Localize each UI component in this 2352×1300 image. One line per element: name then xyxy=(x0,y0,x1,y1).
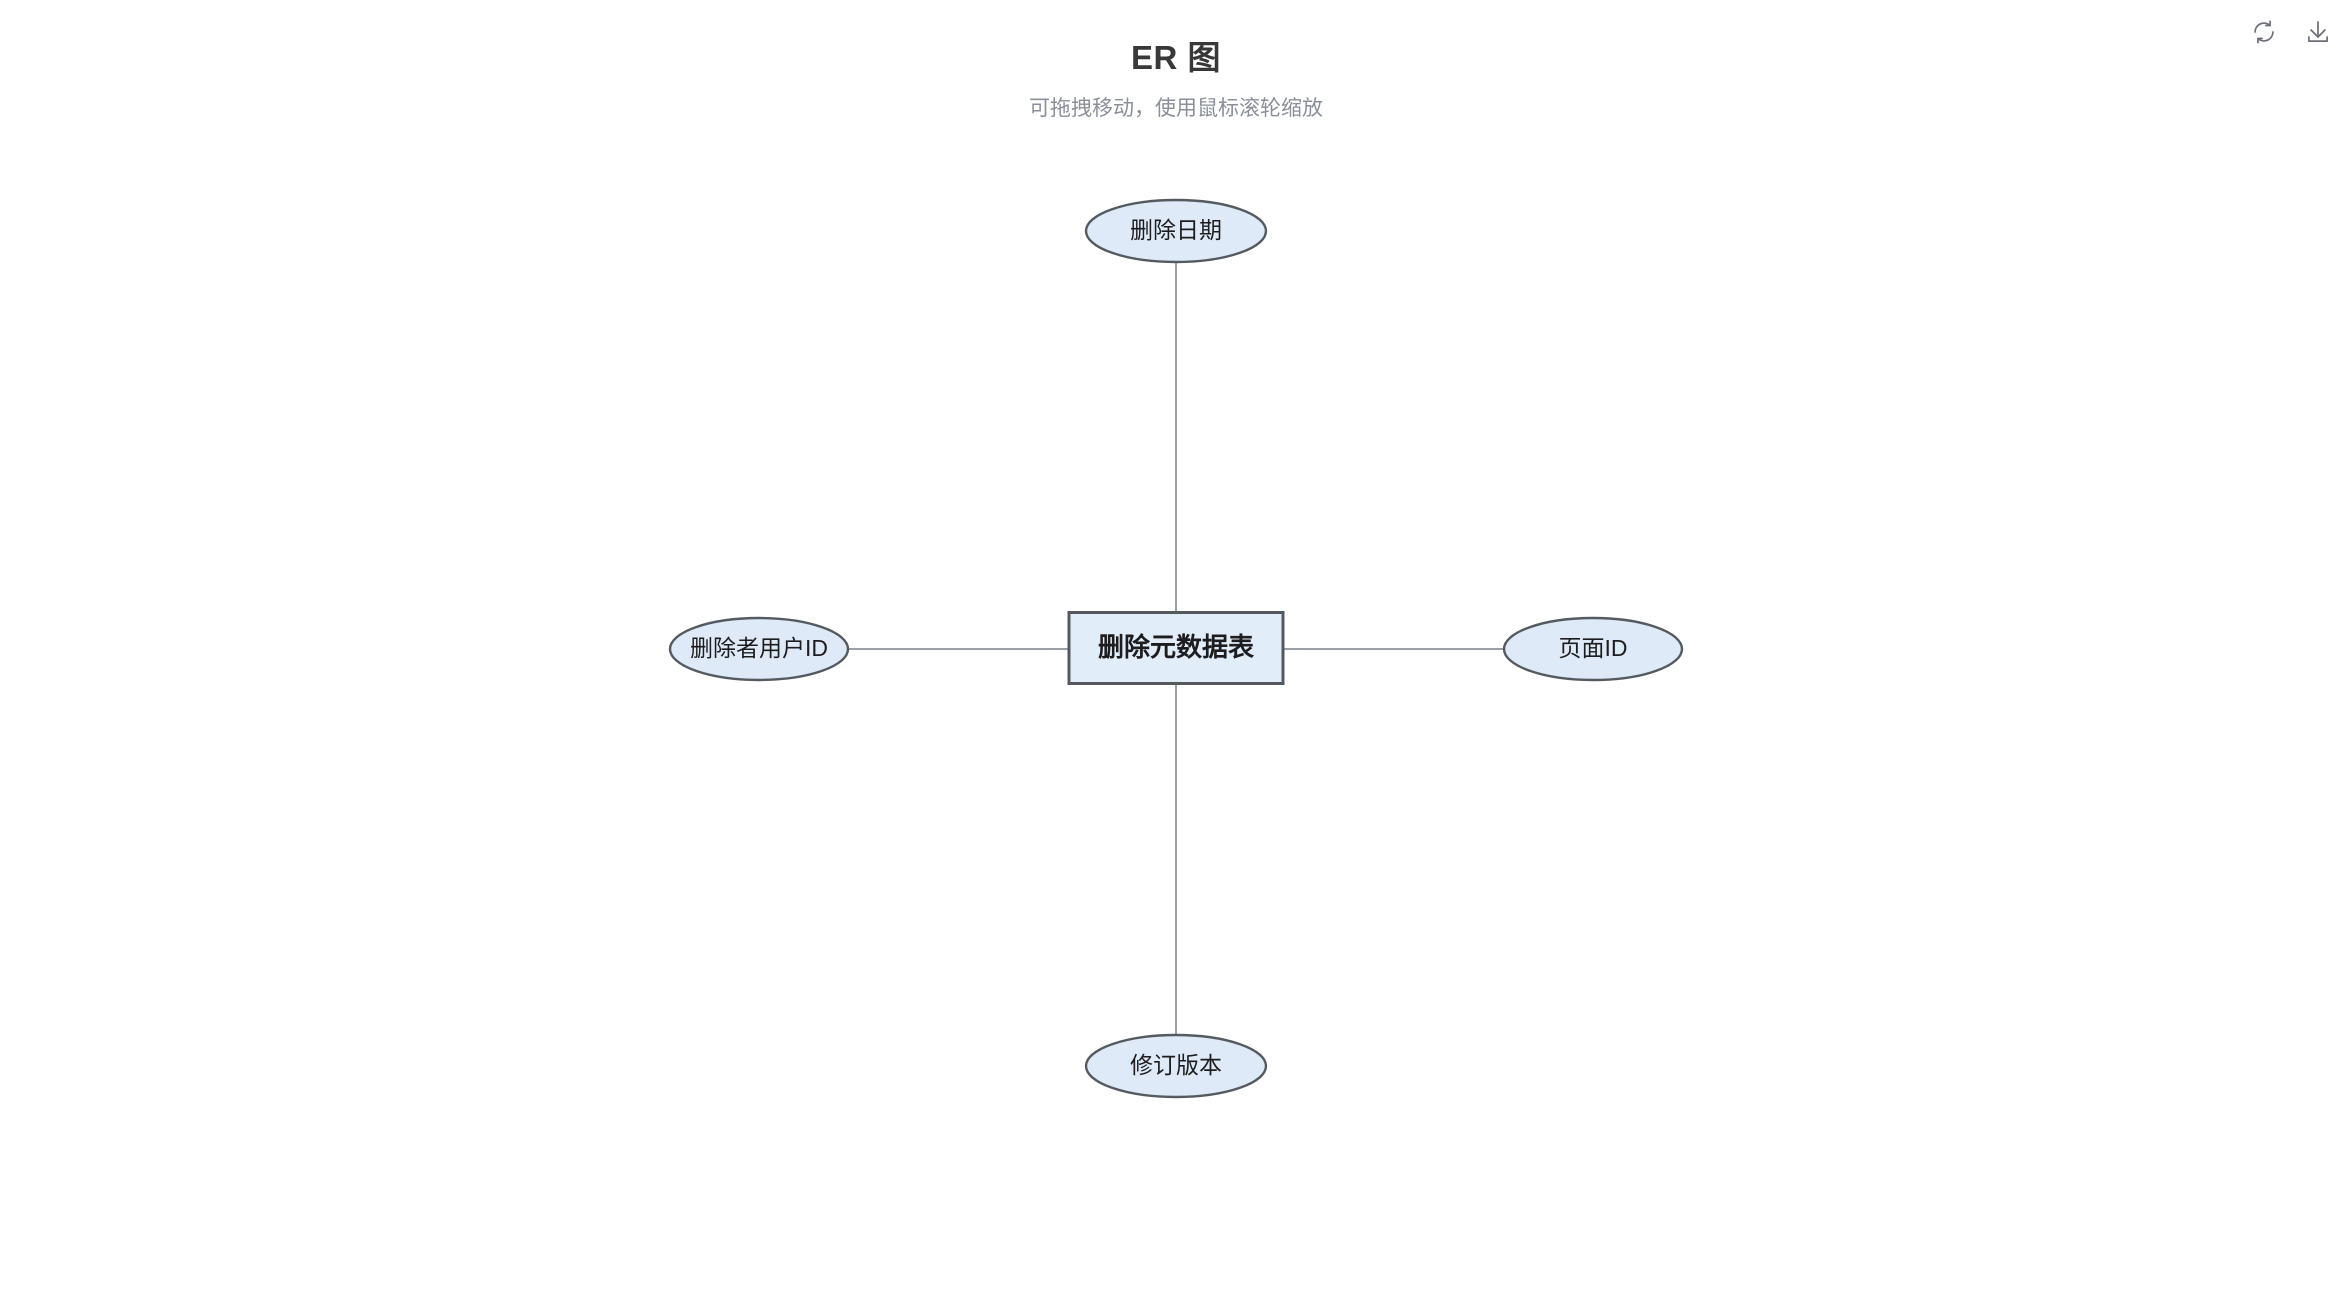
er-attribute-node[interactable]: 页面ID xyxy=(1502,616,1684,682)
toolbar xyxy=(2242,10,2340,54)
er-attribute-node[interactable]: 修订版本 xyxy=(1084,1033,1268,1099)
attribute-ellipse[interactable] xyxy=(668,616,850,682)
download-icon xyxy=(2305,19,2331,45)
download-button[interactable] xyxy=(2296,10,2340,54)
er-entity-node[interactable]: 删除元数据表 xyxy=(1067,611,1285,685)
er-attribute-node[interactable]: 删除者用户ID xyxy=(668,616,850,682)
attribute-ellipse[interactable] xyxy=(1084,1033,1268,1099)
er-attribute-node[interactable]: 删除日期 xyxy=(1084,198,1268,264)
reset-view-button[interactable] xyxy=(2242,10,2286,54)
refresh-icon xyxy=(2251,19,2277,45)
edges-layer xyxy=(848,262,1504,1035)
attribute-ellipse[interactable] xyxy=(1084,198,1268,264)
entity-rect[interactable] xyxy=(1067,611,1285,685)
attribute-ellipse[interactable] xyxy=(1502,616,1684,682)
